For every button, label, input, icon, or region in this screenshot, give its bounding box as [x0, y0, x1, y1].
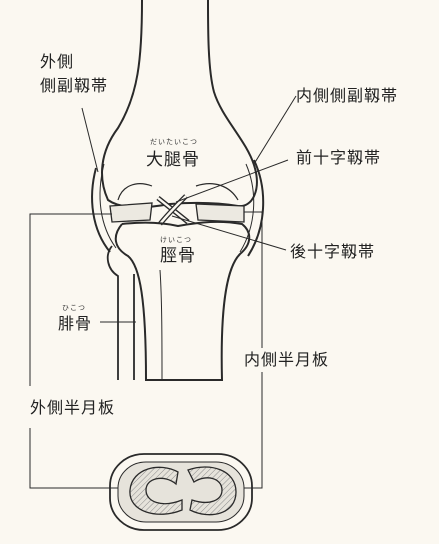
- pcl-label: 後十字靱帯: [290, 242, 375, 262]
- tibia-shaft-inner-line: [160, 270, 162, 380]
- lateral-collateral-ligament-label-line2: 側副靱帯: [40, 76, 108, 96]
- femur-reading: だいたいこつ: [150, 138, 198, 146]
- femur-lateral-condyle-line: [118, 184, 152, 200]
- fibula-reading: ひこつ: [62, 304, 86, 312]
- leader-lateral-meniscus: [30, 214, 126, 488]
- fibula-bone: [108, 246, 134, 380]
- leader-lateral-collateral: [82, 108, 98, 172]
- lateral-meniscus-label: 外側半月板: [30, 398, 115, 418]
- lateral-collateral-ligament-label-line1: 外側: [40, 52, 74, 72]
- lateral-meniscus-section: [110, 203, 152, 222]
- femur-label: 大腿骨: [146, 150, 200, 170]
- fibula-label: 腓骨: [58, 314, 92, 334]
- femur-bone: [102, 0, 257, 207]
- tibia-label: 脛骨: [160, 246, 196, 266]
- medial-meniscus-section: [196, 204, 244, 222]
- tibia-reading: けいこつ: [160, 236, 192, 244]
- medial-meniscus-label: 内側半月板: [244, 350, 329, 370]
- acl-label: 前十字靱帯: [296, 148, 381, 168]
- leader-medial-collateral: [254, 96, 296, 164]
- medial-collateral-ligament-label: 内側側副靱帯: [296, 86, 398, 106]
